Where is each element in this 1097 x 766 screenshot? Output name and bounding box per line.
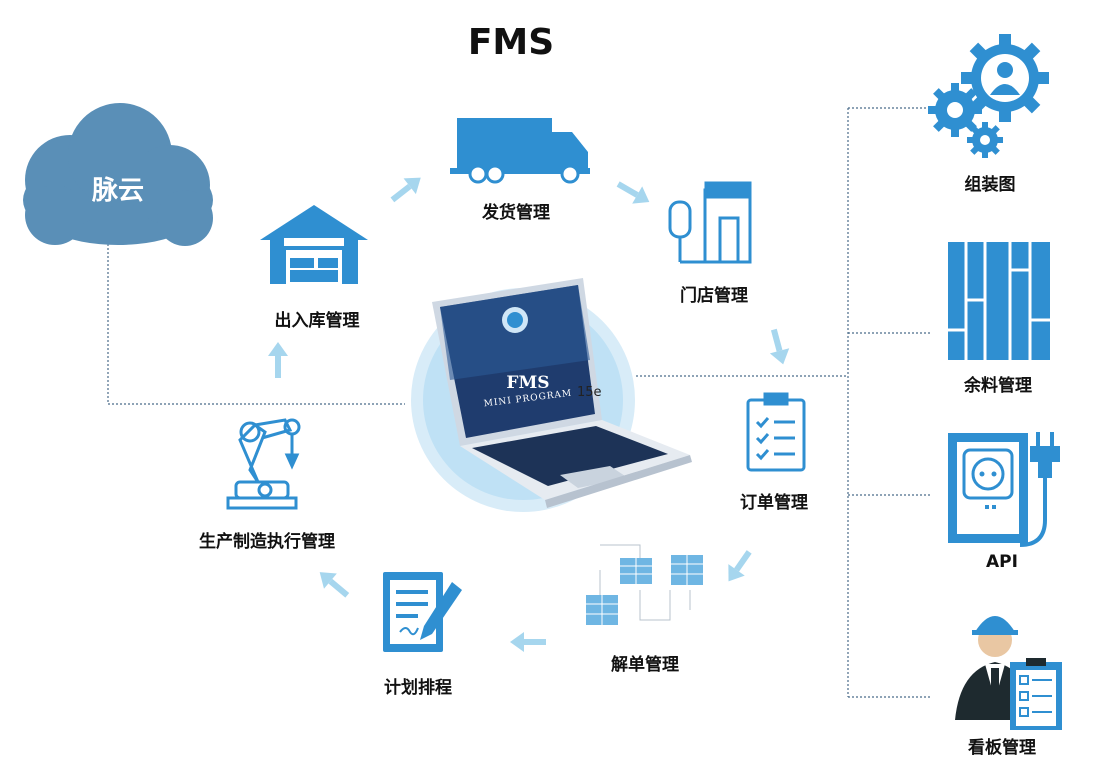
arrow-truck-to-store	[616, 181, 650, 204]
arrow-store-to-order	[769, 328, 790, 365]
gears-user-icon	[928, 34, 1049, 158]
delivery-truck-icon	[450, 118, 590, 184]
label-api: API	[986, 552, 1018, 572]
material-panels-icon	[948, 242, 1050, 360]
label-remnant: 余料管理	[964, 376, 1032, 396]
power-socket-icon	[948, 432, 1060, 547]
cloud-connector-line	[107, 240, 405, 405]
label-order: 订单管理	[740, 493, 808, 513]
cloud-label: 脉云	[91, 176, 145, 206]
laptop-screen-id: 15e	[577, 385, 602, 400]
label-store: 门店管理	[680, 286, 748, 306]
warehouse-icon	[260, 205, 368, 284]
cloud-shape	[23, 103, 213, 246]
label-assembly: 组装图	[964, 175, 1016, 195]
laptop-icon	[432, 278, 692, 508]
robot-arm-icon	[226, 418, 301, 510]
arrow-warehouse-to-truck	[390, 177, 421, 203]
connector-lines	[107, 107, 930, 698]
label-delivery: 发货管理	[482, 203, 550, 223]
laptop-screen-title: FMS	[506, 373, 550, 393]
cycle-arrows	[268, 177, 790, 652]
flow-tables-icon	[586, 544, 703, 625]
worker-board-icon	[955, 616, 1062, 730]
label-split-order: 解单管理	[611, 655, 679, 675]
label-plan-schedule: 计划排程	[384, 678, 452, 698]
arrow-plan-to-mes	[319, 572, 350, 598]
arrow-split-to-plan	[510, 632, 546, 652]
page-title: FMS	[467, 22, 555, 63]
label-mes: 生产制造执行管理	[199, 532, 335, 552]
label-warehouse: 出入库管理	[274, 311, 360, 331]
clipboard-checklist-icon	[746, 392, 806, 472]
arrow-mes-to-warehouse	[268, 342, 288, 378]
plan-document-icon	[383, 572, 462, 652]
label-dashboard: 看板管理	[968, 738, 1036, 758]
store-icon	[668, 181, 752, 264]
arrow-order-to-split	[728, 550, 752, 582]
